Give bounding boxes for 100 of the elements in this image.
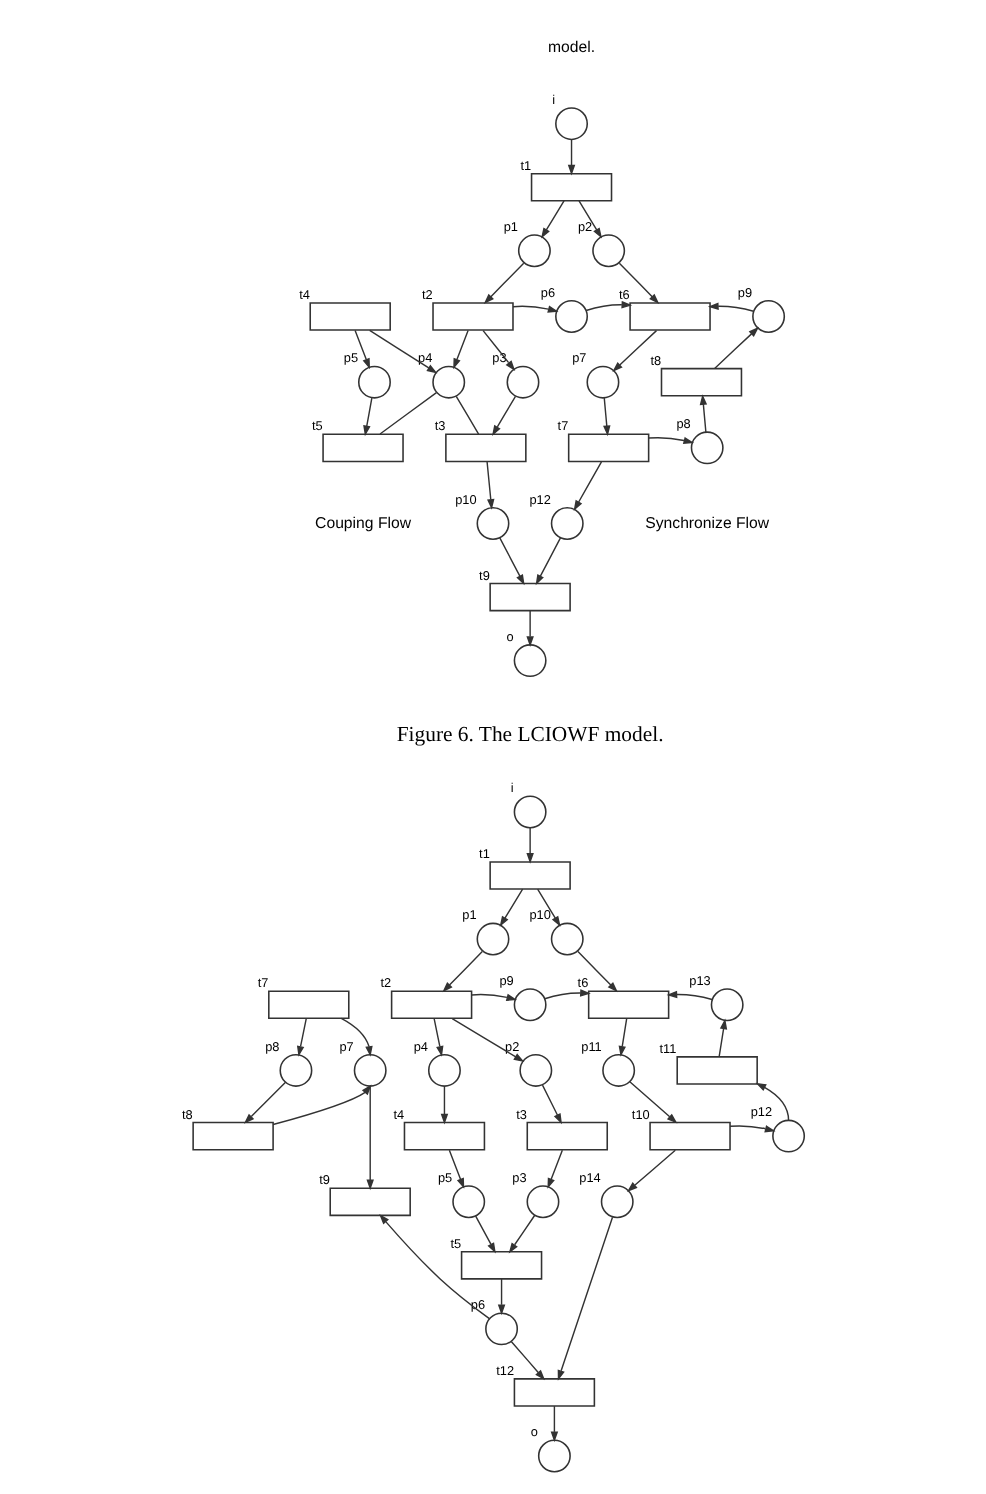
node-box (309, 302, 391, 331)
arrow (499, 888, 524, 927)
arrow (618, 1018, 628, 1057)
arrow (483, 262, 525, 305)
arrow (492, 395, 517, 437)
node-box (489, 582, 571, 612)
arrow (547, 1149, 564, 1189)
arrow (647, 436, 695, 445)
node-circle (513, 795, 547, 829)
node-circle (427, 1053, 461, 1087)
arrow (535, 537, 562, 586)
node-circle (476, 507, 510, 541)
node-circle (353, 1053, 387, 1087)
node-circle (772, 1119, 806, 1153)
node-circle (555, 107, 589, 141)
node-circle (550, 922, 584, 956)
node-circle (752, 300, 786, 333)
arrow (585, 300, 633, 312)
arrow (612, 329, 658, 372)
arrow (451, 1017, 525, 1063)
node-box (489, 861, 571, 890)
arrow (482, 329, 516, 371)
arrow (508, 1214, 536, 1254)
node-circle (485, 1312, 519, 1346)
label: Couping Flow (315, 513, 412, 532)
arrow (243, 1081, 287, 1124)
node-box (629, 302, 711, 331)
arrow (526, 827, 534, 864)
node-box (445, 433, 527, 463)
arrow (296, 1018, 307, 1057)
arrow (453, 329, 469, 370)
node-circle (555, 300, 589, 333)
arrow (272, 1084, 372, 1126)
arrow (666, 990, 713, 1001)
arrow (526, 610, 534, 647)
node-box (329, 1187, 411, 1217)
arrow (354, 329, 371, 370)
arrow (379, 1213, 491, 1320)
node-circle (710, 988, 744, 1022)
arrow (470, 993, 518, 1001)
arrow (573, 461, 603, 511)
node-circle (519, 1053, 553, 1087)
node-circle (600, 1185, 634, 1219)
connector (379, 391, 438, 435)
arrow (512, 305, 559, 313)
arrow (440, 1085, 449, 1125)
node-circle (550, 507, 584, 541)
arrow (433, 1018, 444, 1057)
node-box (403, 1121, 486, 1151)
arrow (340, 1017, 373, 1057)
arrow (497, 1278, 506, 1316)
node-circle (690, 431, 724, 465)
node-box (676, 1056, 758, 1085)
arrow (567, 139, 576, 176)
arrow (510, 1340, 546, 1381)
node-circle (432, 365, 466, 399)
arrow (368, 329, 438, 374)
arrow (536, 888, 561, 927)
node-circle (513, 644, 547, 678)
label: Figure 6. The LCIOWF model. (396, 723, 664, 748)
node-circle (279, 1053, 313, 1087)
node-box (567, 433, 650, 463)
node-box (530, 172, 613, 202)
arrow (557, 1216, 614, 1381)
node-circle (526, 1185, 560, 1219)
node-circle (586, 365, 620, 399)
arrow (550, 1405, 559, 1443)
arrow (544, 989, 591, 1000)
arrow (626, 1149, 677, 1192)
node-box (513, 1378, 596, 1407)
node-box (460, 1251, 543, 1280)
node-box (322, 433, 404, 463)
node-circle (506, 365, 540, 399)
node-box (526, 1121, 608, 1151)
node-box (660, 367, 743, 397)
label: model. (547, 38, 596, 57)
arrow (629, 1080, 678, 1124)
node-circle (452, 1185, 486, 1219)
arrow (541, 200, 565, 239)
arrow (486, 461, 495, 510)
connector (455, 395, 480, 435)
arrow (729, 1125, 776, 1133)
arrow (499, 537, 525, 586)
arrow (618, 262, 660, 305)
node-circle (513, 988, 547, 1022)
arrow (541, 1084, 562, 1125)
arrow (578, 200, 603, 239)
arrow (718, 1018, 728, 1058)
arrow (363, 397, 373, 437)
label: Synchronize Flow (645, 513, 770, 532)
node-box (649, 1121, 731, 1151)
arrow (474, 1215, 496, 1254)
node-circle (358, 365, 391, 399)
arrow (577, 950, 618, 993)
node-circle (517, 234, 551, 268)
arrow (448, 1149, 465, 1189)
arrow (366, 1085, 374, 1191)
arrow (755, 1082, 790, 1122)
node-box (587, 990, 670, 1020)
node-box (390, 990, 473, 1020)
